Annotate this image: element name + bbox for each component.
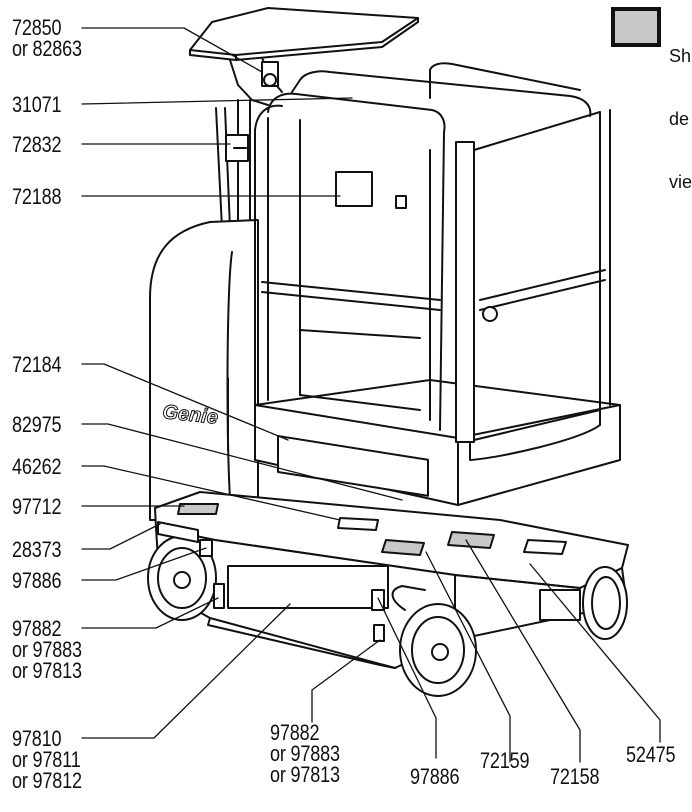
leader-72850 [81,27,263,73]
mast [215,99,251,229]
part-number: 31071 [12,92,62,117]
callout-28373: 28373 [12,537,62,562]
wheel-rear [539,566,628,640]
part-number: 52475 [626,742,676,767]
part-number-alt: or 97812 [12,768,82,793]
part-number-alt: or 97811 [12,747,81,772]
leader-97886b [377,597,437,759]
part-number-alt: or 97883 [270,741,340,766]
callout-97712: 97712 [12,494,62,519]
leader-97810 [81,603,291,739]
callout-97882: 97882 or 97883 or 97813 [12,616,82,683]
leader-lines [81,27,661,763]
part-number: 72184 [12,352,62,377]
leader-72159 [425,551,511,763]
part-number-alt: or 97883 [12,637,82,662]
callout-52475: 52475 [626,742,676,767]
part-number-alt: or 97813 [12,658,82,683]
wheel-front [391,585,477,697]
leader-28373 [81,523,161,550]
part-number: 97712 [12,494,62,519]
part-number: 82975 [12,412,62,437]
callout-97886-front: 97886 [410,764,460,789]
callout-72188: 72188 [12,184,62,209]
callout-31071: 31071 [12,92,62,117]
part-number: 28373 [12,537,62,562]
leader-97882b [311,639,381,723]
callout-97886: 97886 [12,568,62,593]
part-number: 97886 [12,568,62,593]
part-number: 97882 [12,616,62,641]
legend-line: vie [669,172,692,192]
base-decals [177,503,495,556]
part-number: 72159 [480,748,530,773]
leader-46262 [81,465,341,521]
legend-line: Sh [669,46,692,66]
callout-46262: 46262 [12,454,62,479]
part-number-alt: or 97813 [270,762,340,787]
control-tray [189,7,419,106]
part-number: 72158 [550,764,600,789]
legend-line: de [669,109,690,129]
callout-72159: 72159 [480,748,530,773]
part-number: 46262 [12,454,62,479]
part-number-alt: or 82863 [12,36,82,61]
callout-72184: 72184 [12,352,62,377]
part-number: 97882 [270,720,320,745]
callout-97810: 97810 or 97811 or 97812 [12,726,82,793]
part-number: 97886 [410,764,460,789]
leader-72184 [81,363,289,441]
legend-text: Sh de vie [669,4,692,214]
platform-cage [254,62,621,506]
callout-72158: 72158 [550,764,600,789]
legend-swatch [611,7,661,47]
leader-97886a [81,547,207,581]
leader-82975 [81,423,403,501]
leader-97882a [81,597,219,629]
leader-52475 [529,563,661,743]
base-decal-outlines [157,517,567,642]
callout-72850: 72850 or 82863 [12,15,82,61]
callout-72832: 72832 [12,132,62,157]
part-number: 72850 [12,15,62,40]
leader-72158 [465,539,581,763]
part-number: 72832 [12,132,62,157]
callout-82975: 82975 [12,412,62,437]
leader-31071 [81,97,353,105]
part-number: 97810 [12,726,62,751]
callout-97882-rear: 97882 or 97883 or 97813 [270,720,340,787]
part-number: 72188 [12,184,62,209]
